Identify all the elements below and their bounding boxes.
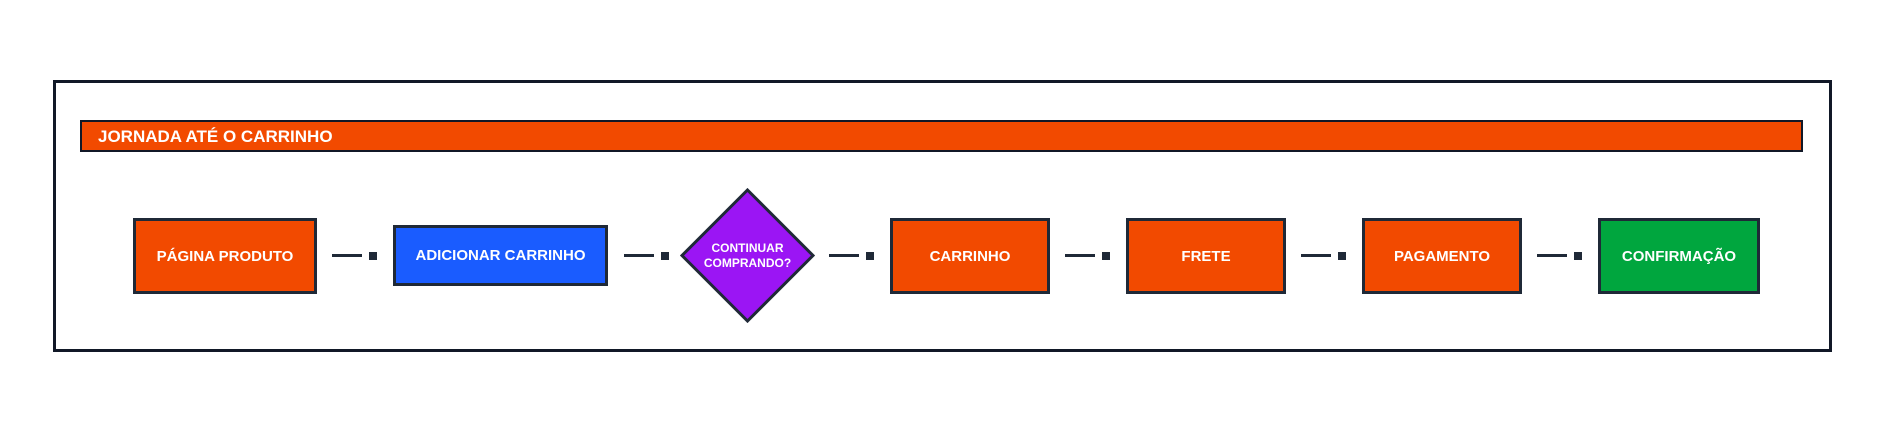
node-pagamento[interactable]: PAGAMENTO (1362, 218, 1522, 294)
journey-header: JORNADA ATÉ O CARRINHO (80, 120, 1803, 152)
node-label: PÁGINA PRODUTO (156, 247, 294, 265)
node-label: CARRINHO (929, 247, 1011, 265)
node-label: CONFIRMAÇÃO (1621, 247, 1737, 265)
node-label: ADICIONAR CARRINHO (415, 247, 586, 264)
node-label: PAGAMENTO (1393, 247, 1491, 265)
node-label: FRETE (1181, 247, 1231, 265)
node-pagina-produto[interactable]: PÁGINA PRODUTO (133, 218, 317, 294)
node-carrinho[interactable]: CARRINHO (890, 218, 1050, 294)
decision-continuar-comprando[interactable]: CONTINUAR COMPRANDO? (680, 188, 815, 323)
decision-label: CONTINUAR COMPRANDO? (703, 240, 792, 270)
node-confirmacao[interactable]: CONFIRMAÇÃO (1598, 218, 1760, 294)
node-adicionar-carrinho[interactable]: ADICIONAR CARRINHO (393, 225, 608, 286)
diamond-shape (680, 188, 815, 323)
node-frete[interactable]: FRETE (1126, 218, 1286, 294)
